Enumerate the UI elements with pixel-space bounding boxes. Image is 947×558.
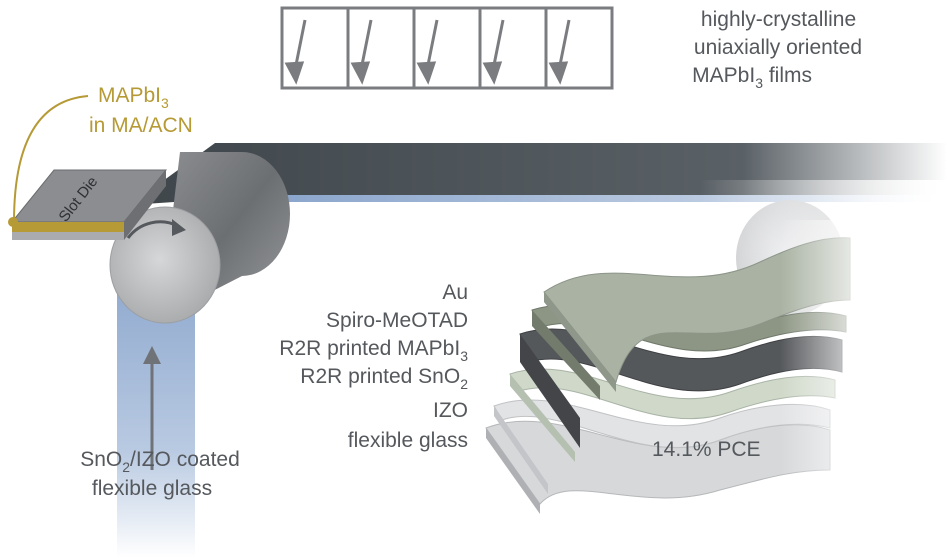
ink-label-main: MAPbI [98,84,161,107]
feed-up-arrow [143,346,161,470]
substrate-label-line2: flexible glass [92,477,212,500]
film-caption-line3: MAPbI3 films [692,64,812,91]
label-spiro: Spiro-MeOTAD [326,309,468,332]
ink-label-line1: MAPbI3 [98,84,169,111]
substrate-label-line1: SnO2/IZO coated [80,448,240,475]
label-sno2-sub: 2 [460,376,468,392]
ink-feed-line [13,95,89,223]
substrate-label-sub: 2 [122,459,130,475]
label-glass: flexible glass [348,429,468,452]
coating-roller [109,152,290,324]
layer-labels: Au Spiro-MeOTAD R2R printed MAPbI3 R2R p… [279,281,468,452]
film-caption-line2: uniaxially oriented [694,36,862,59]
ink-feed-dot [8,217,18,227]
film-caption-line3-main: MAPbI [692,64,755,87]
device-layer-stack [485,220,880,520]
film-caption-line3-tail: films [763,64,812,87]
label-izo: IZO [433,399,468,422]
ink-label-sub: 3 [161,95,169,111]
substrate-label-post: /IZO coated [130,448,240,471]
label-perovskite-main: R2R printed MAPbI [279,337,460,360]
label-perovskite: R2R printed MAPbI3 [279,337,468,364]
substrate-label-pre: SnO [80,448,122,471]
film-caption-line1: highly-crystalline [701,8,856,31]
oriented-grain-boxes [280,6,614,90]
film-caption-line3-sub: 3 [755,75,763,91]
slot-die [10,169,168,240]
label-au: Au [442,281,468,304]
ink-label-line2: in MA/ACN [89,114,193,137]
label-sno2-main: R2R printed SnO [300,365,460,388]
film-caption: highly-crystalline uniaxially oriented [694,8,862,59]
pce-label: 14.1% PCE [652,438,761,461]
roller-rotation-arrowhead [172,219,186,236]
label-sno2: R2R printed SnO2 [300,365,468,392]
label-perovskite-sub: 3 [460,348,468,364]
